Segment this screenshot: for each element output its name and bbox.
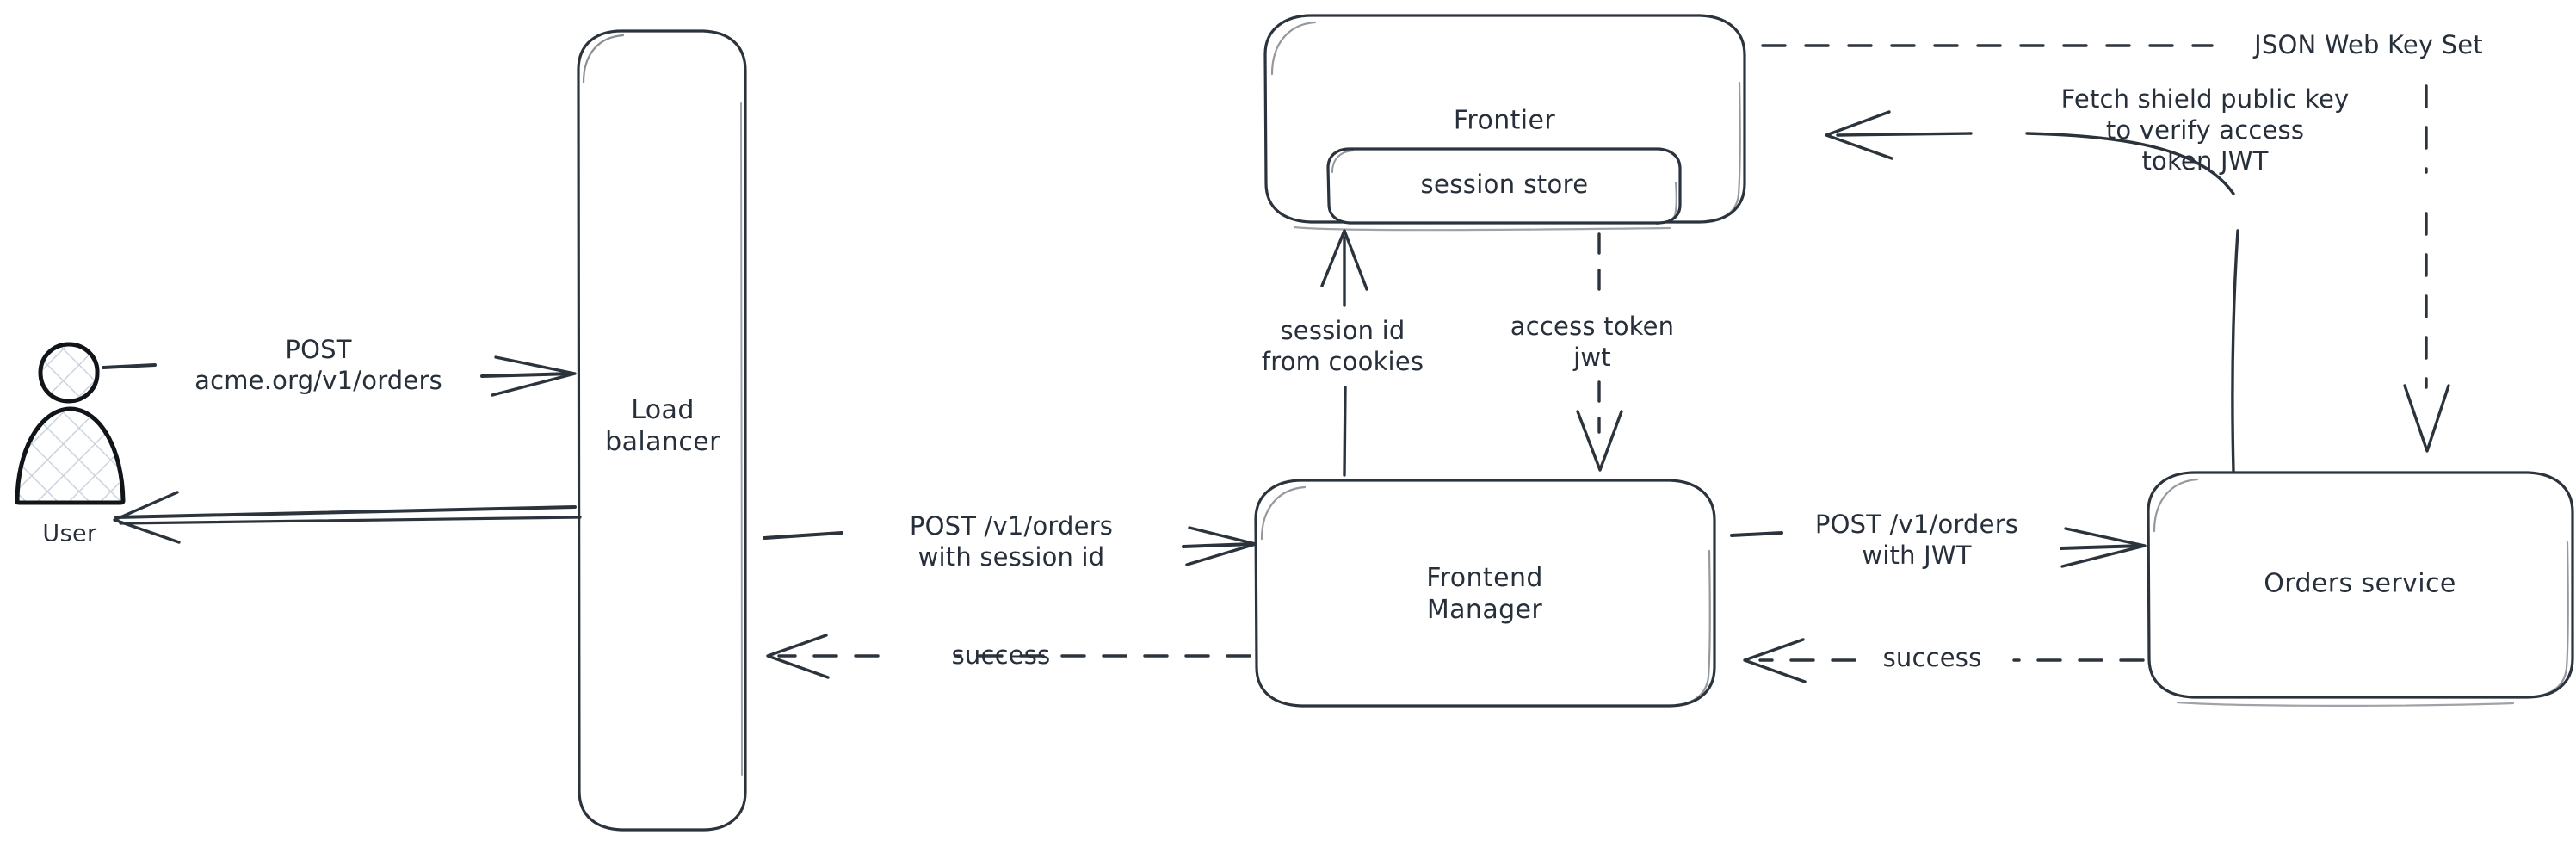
edge-orders-to-fm-success	[1743, 638, 2145, 683]
session-store-shape	[1326, 147, 1682, 225]
edge-fm-to-orders	[1730, 527, 2147, 568]
edge-fm-to-lb-success	[766, 634, 1251, 679]
edge-orders-to-frontier	[1825, 110, 2239, 473]
edge-user-to-lb	[102, 355, 577, 397]
frontend-manager-shape	[1254, 479, 1716, 708]
orders-service-shape	[2147, 471, 2574, 707]
person-icon	[15, 342, 126, 505]
edge-frontier-to-orders	[1761, 44, 2450, 453]
edge-frontier-to-fm	[1576, 232, 1623, 472]
edge-lb-to-fm	[763, 526, 1257, 566]
load-balancer-shape	[577, 29, 747, 832]
edge-lb-to-user	[113, 491, 582, 544]
edge-fm-to-frontier	[1320, 229, 1368, 477]
